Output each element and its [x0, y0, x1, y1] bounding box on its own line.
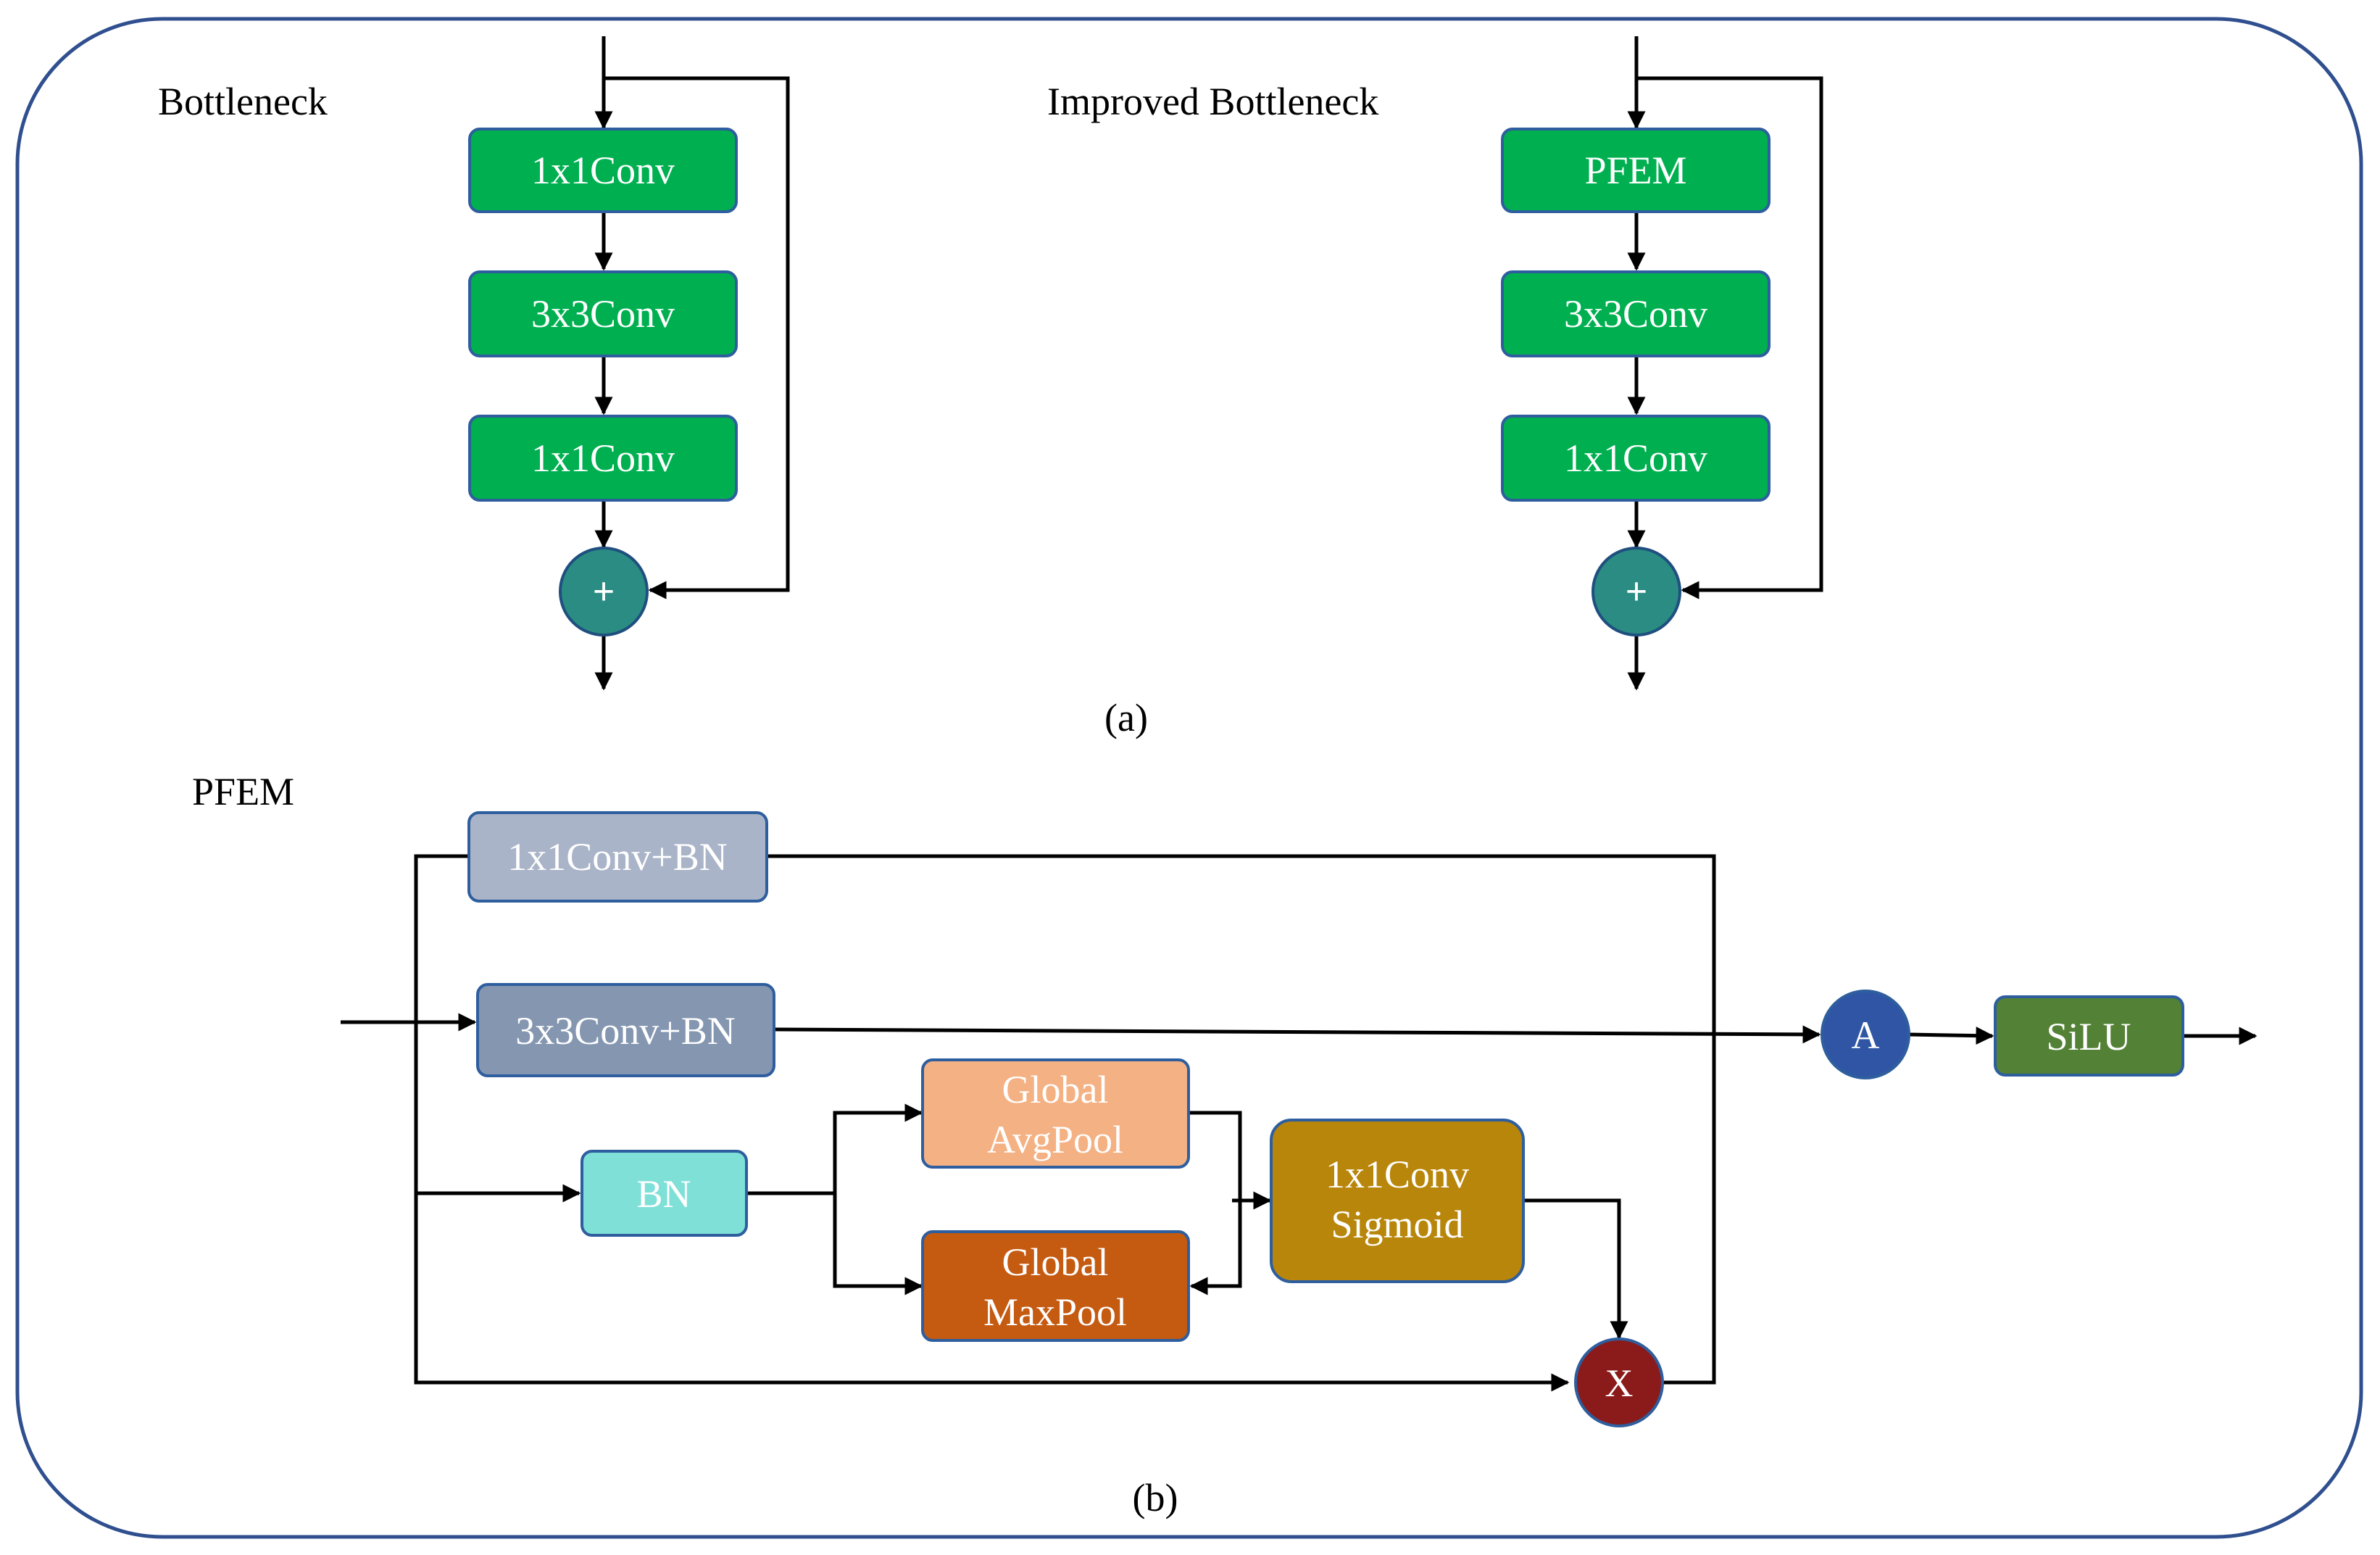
- improved-block-1: PFEM: [1501, 128, 1771, 213]
- improved-add-node: +: [1591, 547, 1681, 636]
- improved-add-symbol: +: [1626, 570, 1648, 613]
- bottleneck-block-2: 3x3Conv: [468, 270, 738, 357]
- aggregate-node-label: A: [1852, 1013, 1880, 1057]
- improved-block-3: 1x1Conv: [1501, 415, 1771, 502]
- global-maxpool-line-2: MaxPool: [983, 1290, 1127, 1334]
- bottleneck-block-1: 1x1Conv: [468, 128, 738, 213]
- bottleneck-add-symbol: +: [593, 570, 615, 613]
- conv3-bn-label: 3x3Conv+BN: [515, 1009, 736, 1053]
- global-avgpool-line-2: AvgPool: [987, 1118, 1123, 1161]
- multiply-node: X: [1574, 1338, 1664, 1427]
- bottleneck-wires: [594, 36, 790, 691]
- pfem-title: PFEM: [192, 770, 294, 813]
- conv3-bn-block: 3x3Conv+BN: [476, 983, 775, 1077]
- bottleneck-block-3-label: 1x1Conv: [531, 436, 675, 480]
- conv-sigmoid-line-2: Sigmoid: [1331, 1203, 1463, 1246]
- bottleneck-block-3: 1x1Conv: [468, 415, 738, 502]
- improved-bottleneck-title: Improved Bottleneck: [1047, 80, 1378, 123]
- pfem-wires: [341, 854, 2258, 1392]
- bottleneck-block-2-label: 3x3Conv: [531, 292, 675, 336]
- global-avgpool-line-1: Global: [1002, 1068, 1109, 1111]
- improved-block-3-label: 1x1Conv: [1564, 436, 1707, 480]
- conv1-bn-label: 1x1Conv+BN: [507, 835, 728, 879]
- global-maxpool-block: Global MaxPool: [921, 1230, 1190, 1342]
- bottleneck-block-1-label: 1x1Conv: [531, 149, 675, 192]
- bottleneck-title: Bottleneck: [158, 80, 328, 123]
- improved-block-2: 3x3Conv: [1501, 270, 1771, 357]
- bn-block: BN: [581, 1150, 748, 1237]
- silu-label: SiLU: [2046, 1015, 2131, 1058]
- bottleneck-add-node: +: [559, 547, 649, 636]
- bn-label: BN: [636, 1172, 691, 1216]
- improved-block-2-label: 3x3Conv: [1564, 292, 1707, 336]
- multiply-node-label: X: [1605, 1361, 1634, 1405]
- conv-sigmoid-line-1: 1x1Conv: [1326, 1153, 1469, 1196]
- caption-b: (b): [1133, 1476, 1178, 1519]
- conv-sigmoid-block: 1x1Conv Sigmoid: [1270, 1119, 1525, 1283]
- aggregate-node: A: [1821, 990, 1910, 1079]
- caption-a: (a): [1104, 696, 1148, 739]
- improved-bottleneck-wires: [1627, 36, 1823, 691]
- global-maxpool-line-1: Global: [1002, 1240, 1109, 1284]
- improved-block-1-label: PFEM: [1584, 149, 1686, 192]
- silu-block: SiLU: [1994, 995, 2184, 1077]
- global-avgpool-block: Global AvgPool: [921, 1058, 1190, 1169]
- conv1-bn-block: 1x1Conv+BN: [467, 811, 768, 903]
